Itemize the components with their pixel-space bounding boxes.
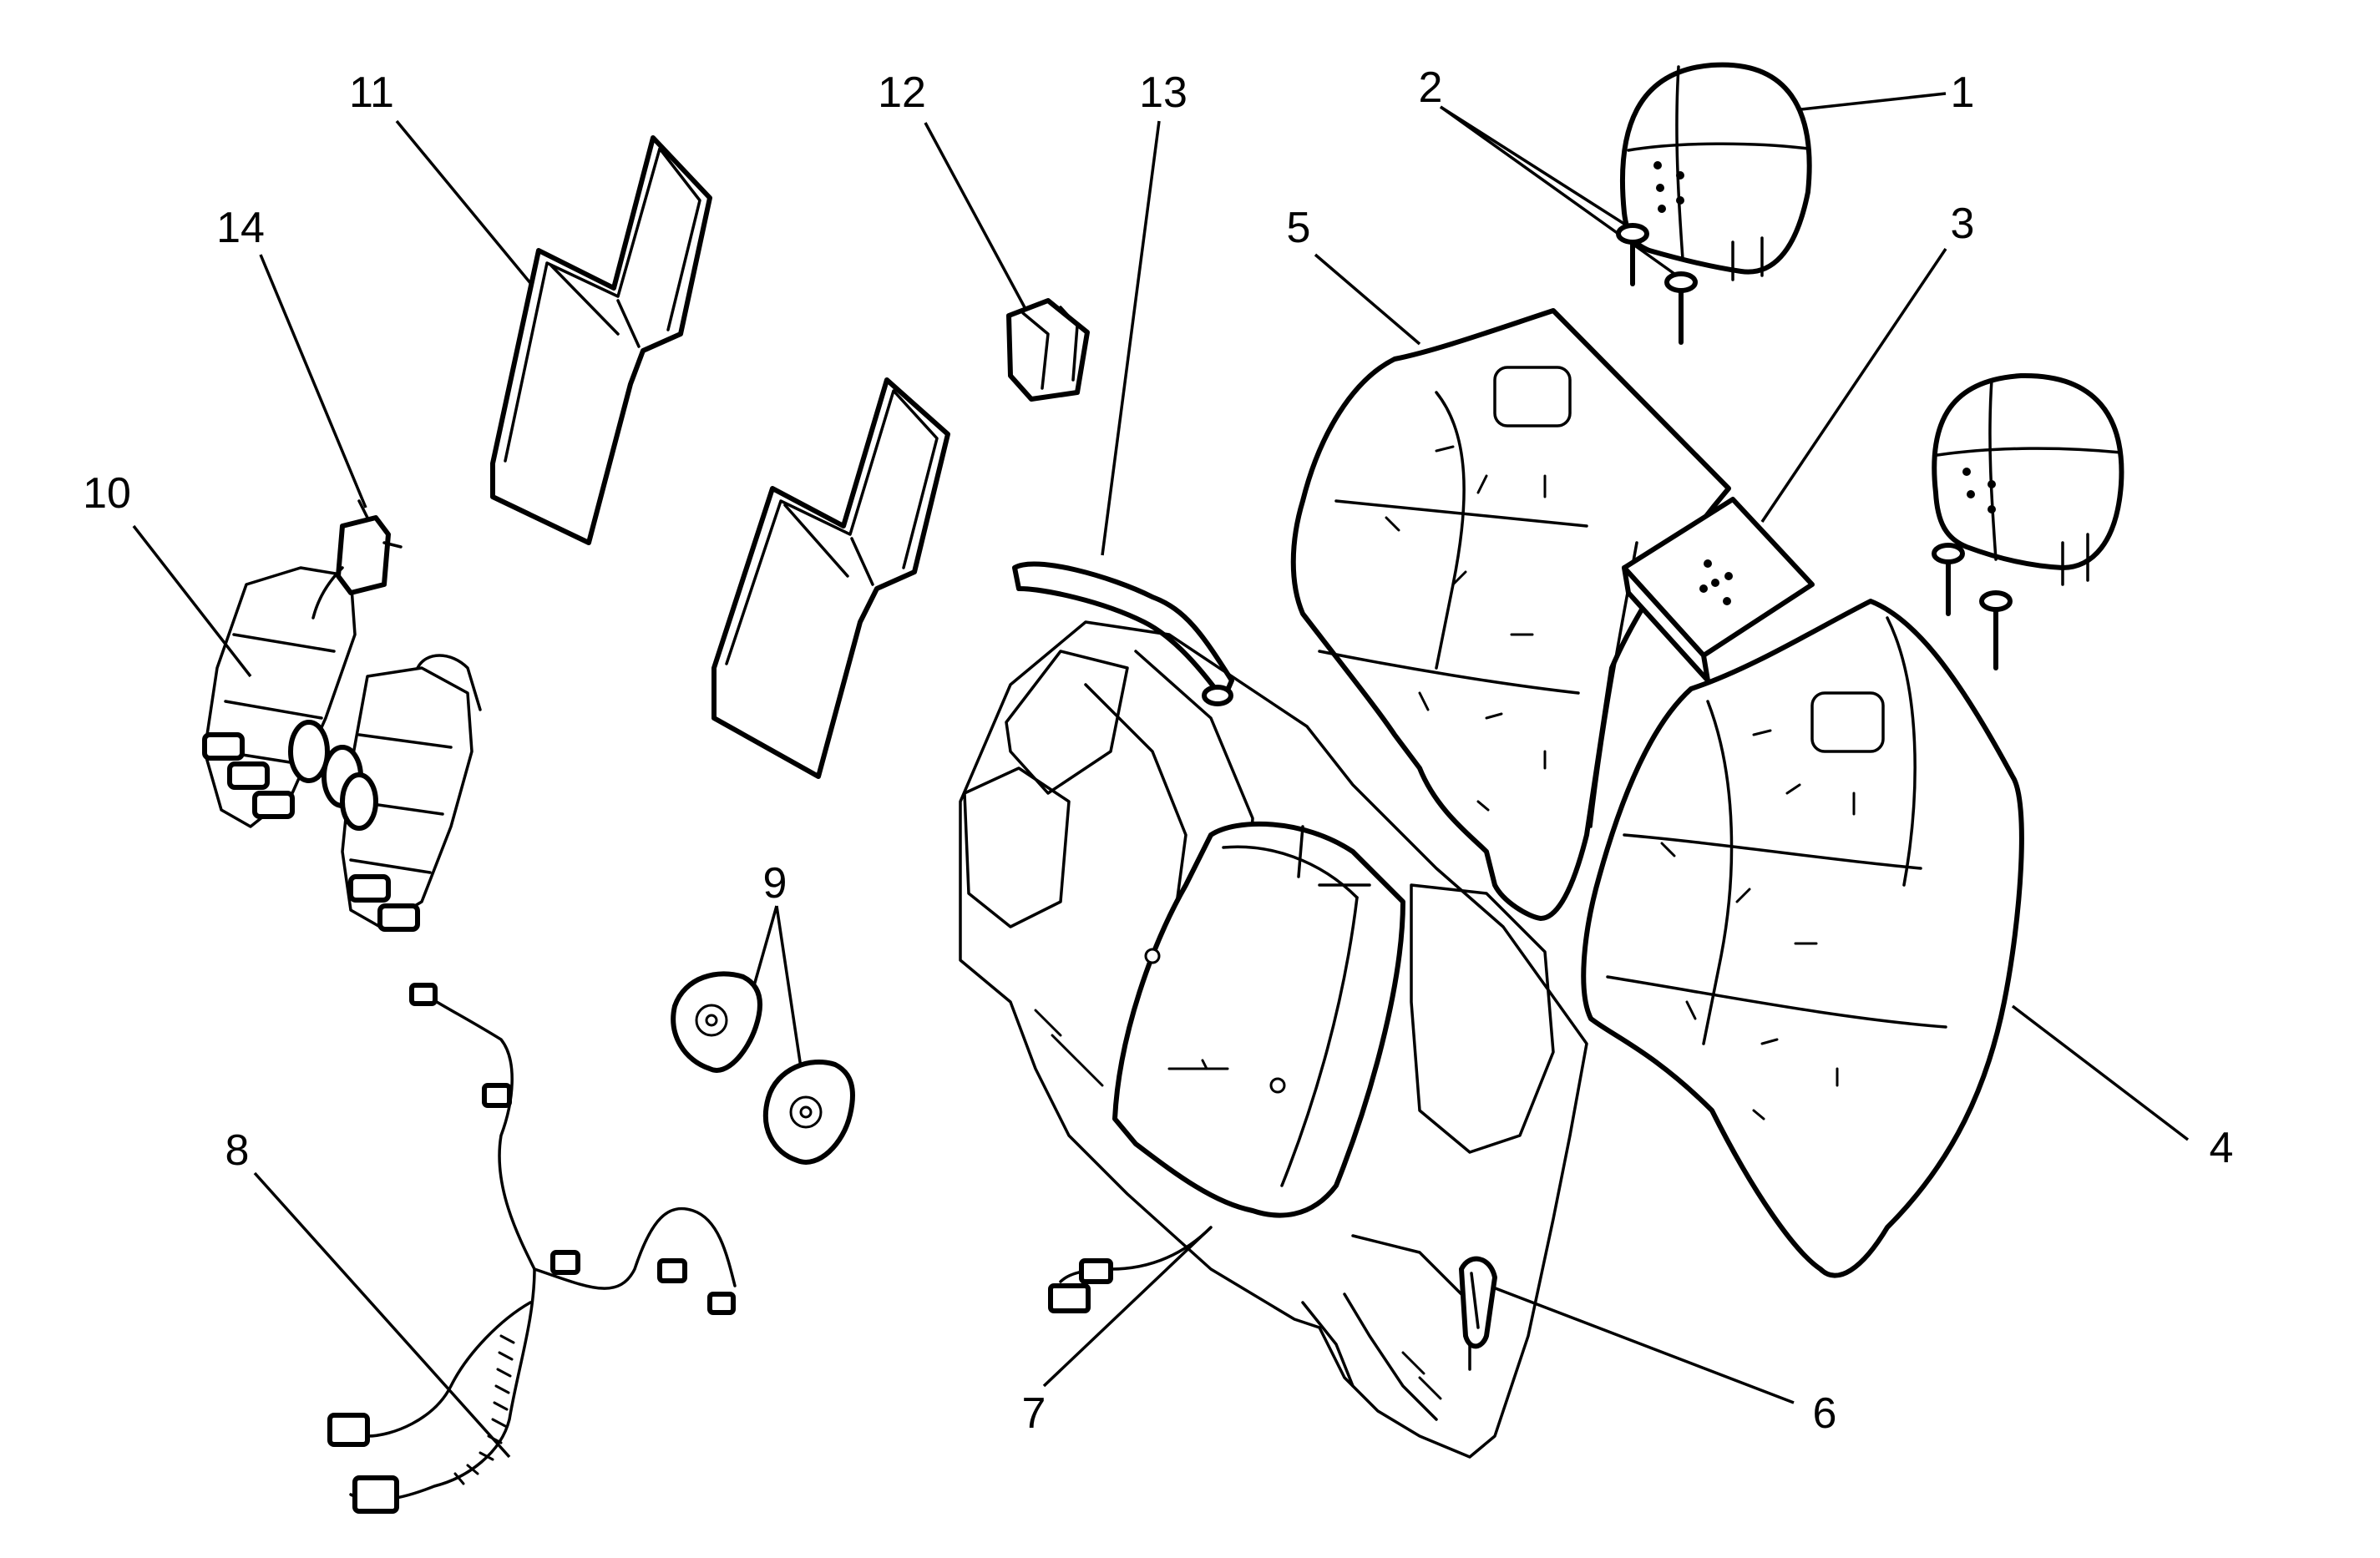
callout-1: 1 [1951,68,1975,117]
callout-12: 12 [878,68,926,117]
control-module [311,499,403,620]
harness-connector [1048,1226,1213,1313]
leader-10 [132,524,252,678]
callout-labels: 1 2 3 4 5 6 7 8 9 10 11 12 13 14 [83,63,2233,1438]
callout-8: 8 [225,1126,250,1175]
callout-3: 3 [1951,200,1975,248]
callout-14: 14 [216,204,265,252]
latch-cover [1006,298,1090,402]
seat-heater-pad-upper [490,135,712,545]
leader-13 [1101,120,1161,556]
leader-2a [1440,105,1628,227]
callout-2: 2 [1419,63,1443,112]
leader-5 [1314,253,1421,346]
leader-7 [1042,1226,1213,1388]
leader-9b [775,905,803,1074]
callout-6: 6 [1813,1389,1837,1438]
callout-11: 11 [349,68,394,117]
leader-3 [1760,248,1947,523]
seatback-cushion-right [1581,599,2024,1278]
leader-6 [1477,1280,1795,1404]
center-filler-panel [1622,497,1815,683]
callout-7: 7 [1022,1389,1046,1438]
valve-block-assembly [202,566,482,932]
headrest-guides-upper [1616,223,1698,345]
frame-clip [1459,1256,1497,1349]
leader-11 [395,119,536,290]
headrest-upper [1619,62,1812,281]
seatback-cushion-left [1290,308,1731,921]
lumbar-bolster-b [762,1059,855,1165]
seat-heater-pad-lower [711,377,950,779]
leader-14 [259,254,367,508]
callout-4: 4 [2210,1124,2234,1172]
wire-harness [327,983,737,1514]
callout-9: 9 [763,859,787,908]
callout-5: 5 [1287,204,1311,252]
bracket-strap [1012,561,1234,706]
seatback-cushion-center [1112,821,1405,1218]
callout-10: 10 [83,469,131,518]
leader-lines [132,92,2190,1459]
headrest-lower [1932,372,2124,670]
leader-4 [2011,1004,2190,1141]
leader-2b [1439,105,1679,277]
leader-8 [253,1171,511,1459]
lumbar-bolster-a [671,971,762,1073]
callout-13: 13 [1139,68,1187,117]
leader-12 [924,122,1027,310]
